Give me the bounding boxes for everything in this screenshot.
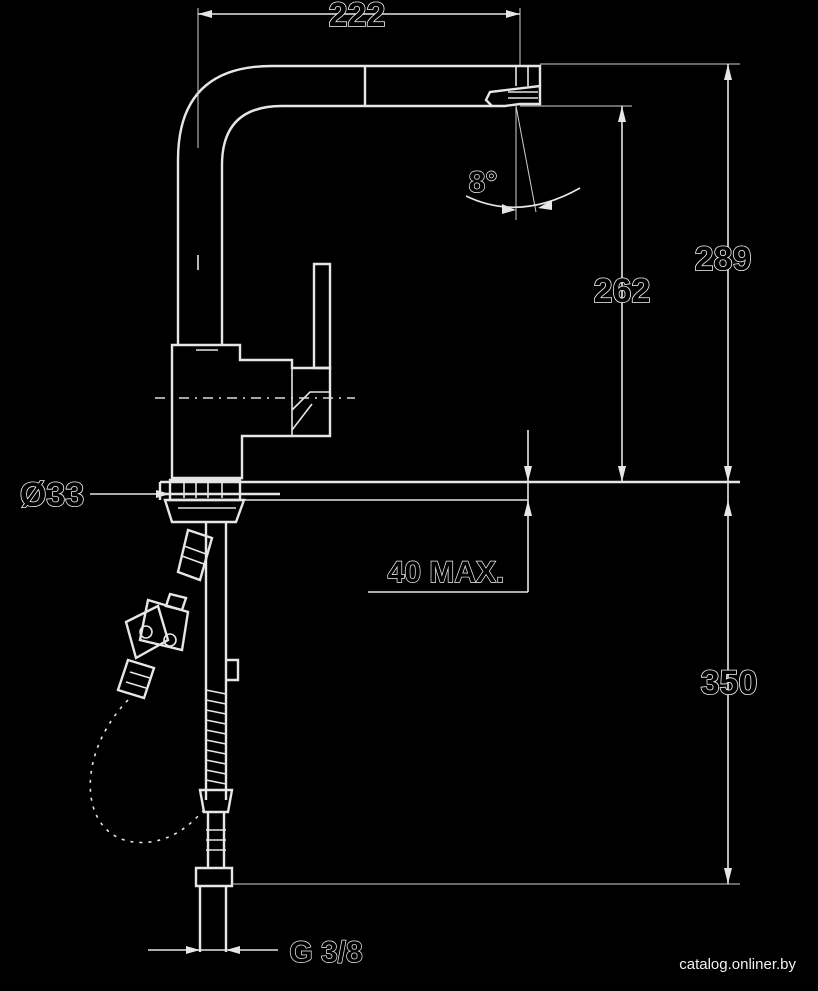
dimension-222-label: 222	[329, 0, 386, 34]
dimension-angle-label: 8°	[469, 166, 498, 199]
spout	[176, 64, 542, 345]
dimension-40-max	[368, 430, 532, 593]
dimension-40-max-label: 40 MAX.	[388, 556, 505, 589]
dimension-thread	[148, 946, 278, 954]
faucet-body	[155, 255, 355, 480]
dimension-222	[197, 8, 521, 148]
watermark: catalog.onliner.by	[679, 956, 796, 973]
supply-hose	[176, 522, 240, 952]
dimension-289	[540, 63, 740, 482]
dimension-350-label: 350	[701, 664, 758, 702]
dimension-262	[520, 105, 632, 482]
dimension-diameter	[90, 490, 170, 498]
dimension-angle	[465, 105, 581, 220]
countertop	[158, 478, 740, 524]
dimension-262-label: 262	[594, 272, 651, 310]
dimension-diameter-label: Ø33	[20, 476, 84, 514]
pull-out-shower-head	[89, 592, 209, 844]
dimension-thread-label: G 3/8	[289, 936, 362, 969]
dimension-289-label: 289	[695, 240, 752, 278]
dimension-350	[232, 482, 740, 885]
